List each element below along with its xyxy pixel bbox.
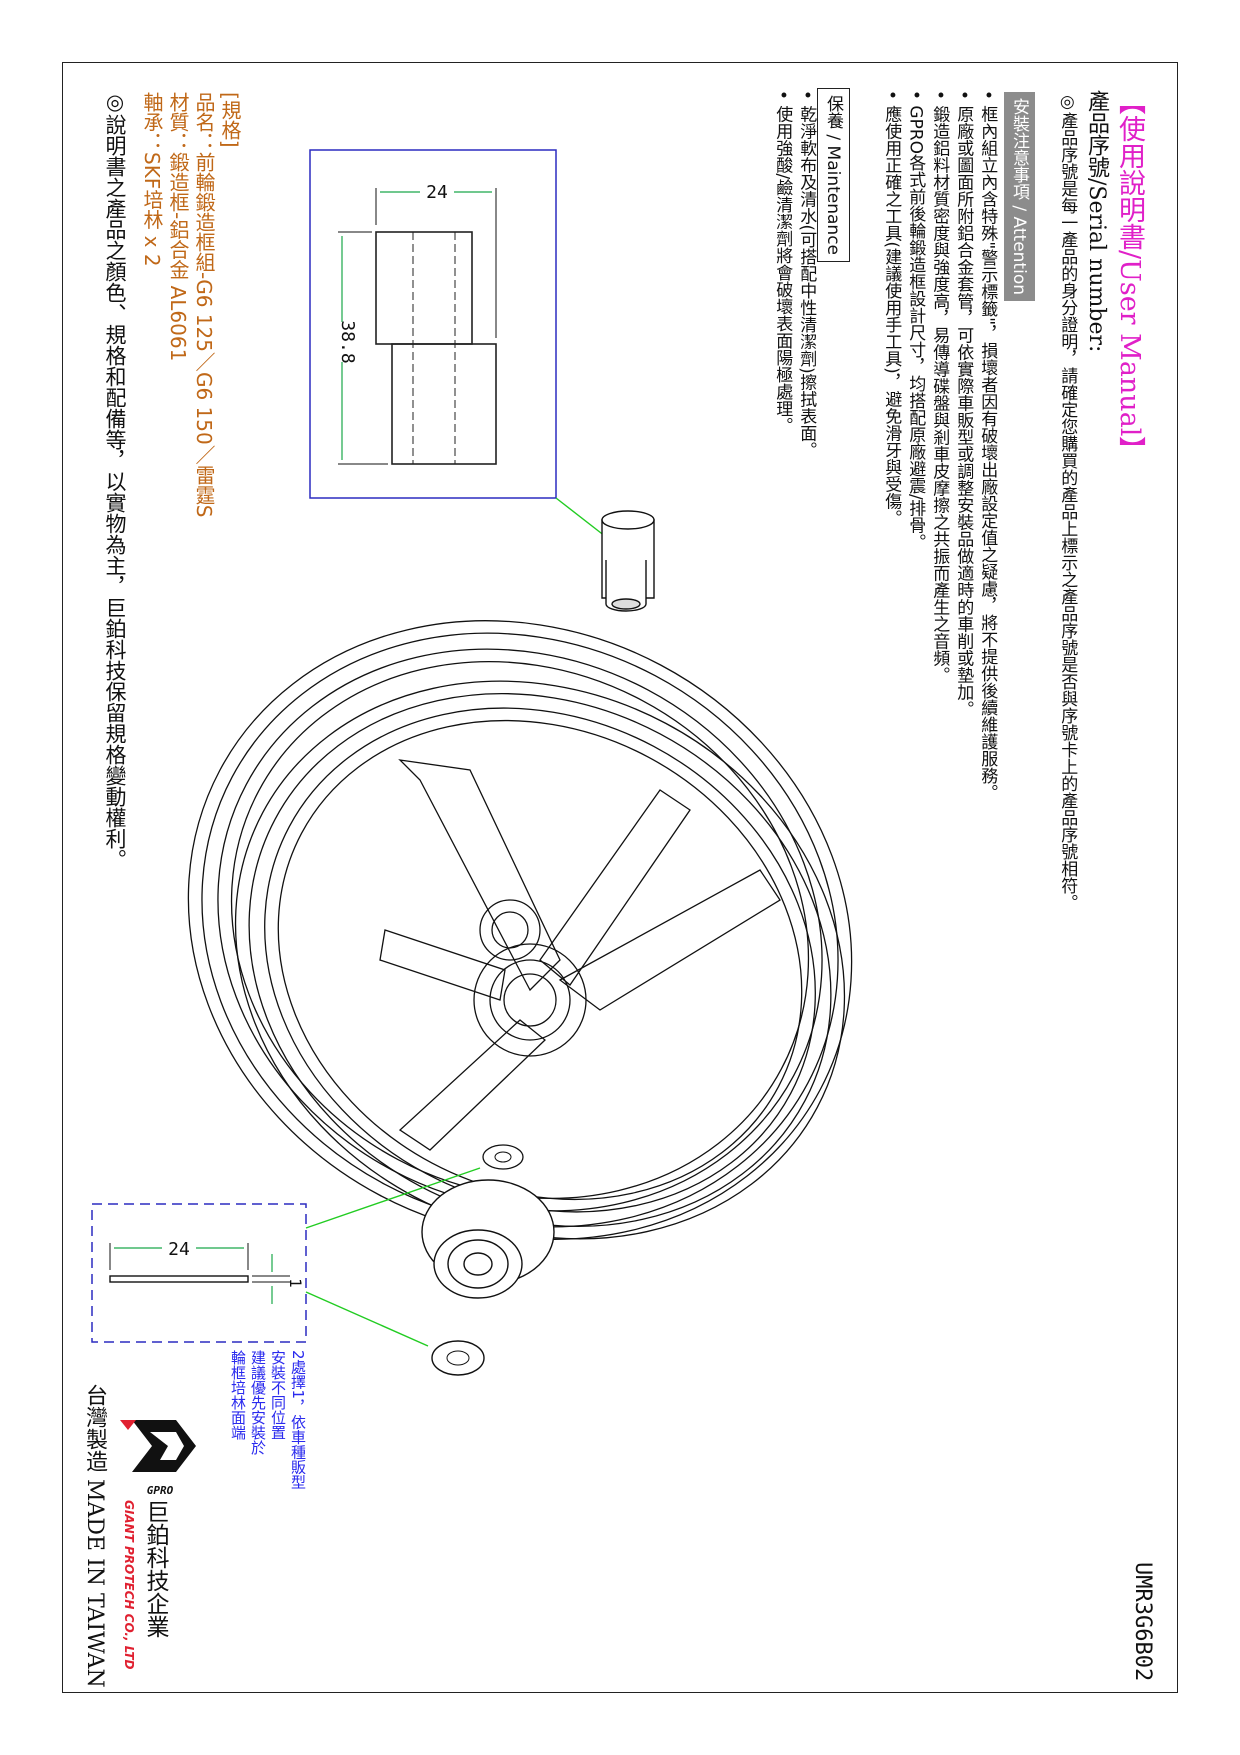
attention-item: • 應使用正確之工具(建議使用手工具)，避免滑牙與受傷。 xyxy=(881,90,902,527)
note-line: 建議優先安裝於 xyxy=(249,1350,267,1455)
document-code: UMR3G6B02 xyxy=(1130,1562,1155,1682)
wheel-drawing xyxy=(187,620,853,1240)
specs-bearing: 軸承：SKF培林 x 2 xyxy=(140,92,164,267)
note-line: 安裝不同位置 xyxy=(269,1350,287,1440)
washer-thickness-dim: 1 xyxy=(286,1278,305,1288)
hub-collar xyxy=(421,1179,555,1299)
spacer-detail-box xyxy=(309,149,557,499)
spacer-3d xyxy=(601,510,655,612)
brand-name-cn: 巨鉑科技企業 xyxy=(142,1500,168,1638)
spacer-drawing xyxy=(375,231,497,465)
disclaimer: ◎說明書之產品之顏色、規格和配備等，以實物為主，巨鉑科技保留規格變動權利。 xyxy=(103,90,127,870)
note-line: 2處擇1，依車種販型 xyxy=(289,1350,307,1490)
specs-heading: [規格] xyxy=(218,92,242,148)
note-line: 輪框培林面端 xyxy=(229,1350,247,1440)
washer-drawing xyxy=(109,1243,290,1283)
specs-material: 材質：鍛造框-鋁合金 AL6061 xyxy=(166,92,190,362)
maintenance-item: • 乾淨軟布及清水(可搭配中性清潔劑)擦拭表面。 xyxy=(796,90,817,459)
serial-heading: 產品序號/Serial number: xyxy=(1084,90,1109,353)
washer-on-wheel xyxy=(482,1144,524,1170)
attention-item: • 原廠或圖面所附鋁合金套管，可依實際車販型或調整安裝品做適時的車削或墊加。 xyxy=(953,90,974,718)
serial-description: ◎產品序號是每一產品的身分證明，請確定您購買的產品上標示之產品序號是否與序號卡上… xyxy=(1057,92,1078,911)
washer-width-dim: 24 xyxy=(168,1239,190,1260)
attention-item: • GPRO各式前後輪鍛造框設計尺寸，均搭配原廠避震/排骨。 xyxy=(905,90,926,551)
specs-name: 品名：前輪鍛造框組-G6 125／G6 150／雷霆S xyxy=(192,92,216,518)
spacer-length-dim: 38.8 xyxy=(337,320,358,363)
washer-detail-box xyxy=(91,1203,307,1343)
made-in: 台灣製造 MADE IN TAIWAN xyxy=(82,1384,107,1688)
logo-text: GPRO xyxy=(147,1484,174,1497)
washer-3d xyxy=(431,1340,485,1376)
maintenance-item: • 使用強酸/鹼清潔劑將會破壞表面陽極處理。 xyxy=(772,90,793,435)
maintenance-heading: 保養 / Maintenance xyxy=(817,88,850,263)
manual-title: 【使用說明書/User Manual】 xyxy=(1114,88,1145,464)
spacer-width-dim: 24 xyxy=(426,182,448,203)
page-border xyxy=(62,62,1178,1693)
attention-item: • 鍛造鋁料材質密度與強度高，易傳導碟盤與剎車皮摩擦之共振而產生之音頻。 xyxy=(929,90,950,684)
gpro-logo-icon: GPRO xyxy=(120,1420,196,1497)
attention-item: • 框內組立內含特殊"警示標籤"，損壞者因有破壞出廠設定值之疑慮，將不提供後續維… xyxy=(977,90,998,802)
brand-name-en: GIANT PROTECH CO., LTD xyxy=(122,1500,136,1670)
attention-heading: 安裝注意事項 / Attention xyxy=(1004,92,1035,301)
